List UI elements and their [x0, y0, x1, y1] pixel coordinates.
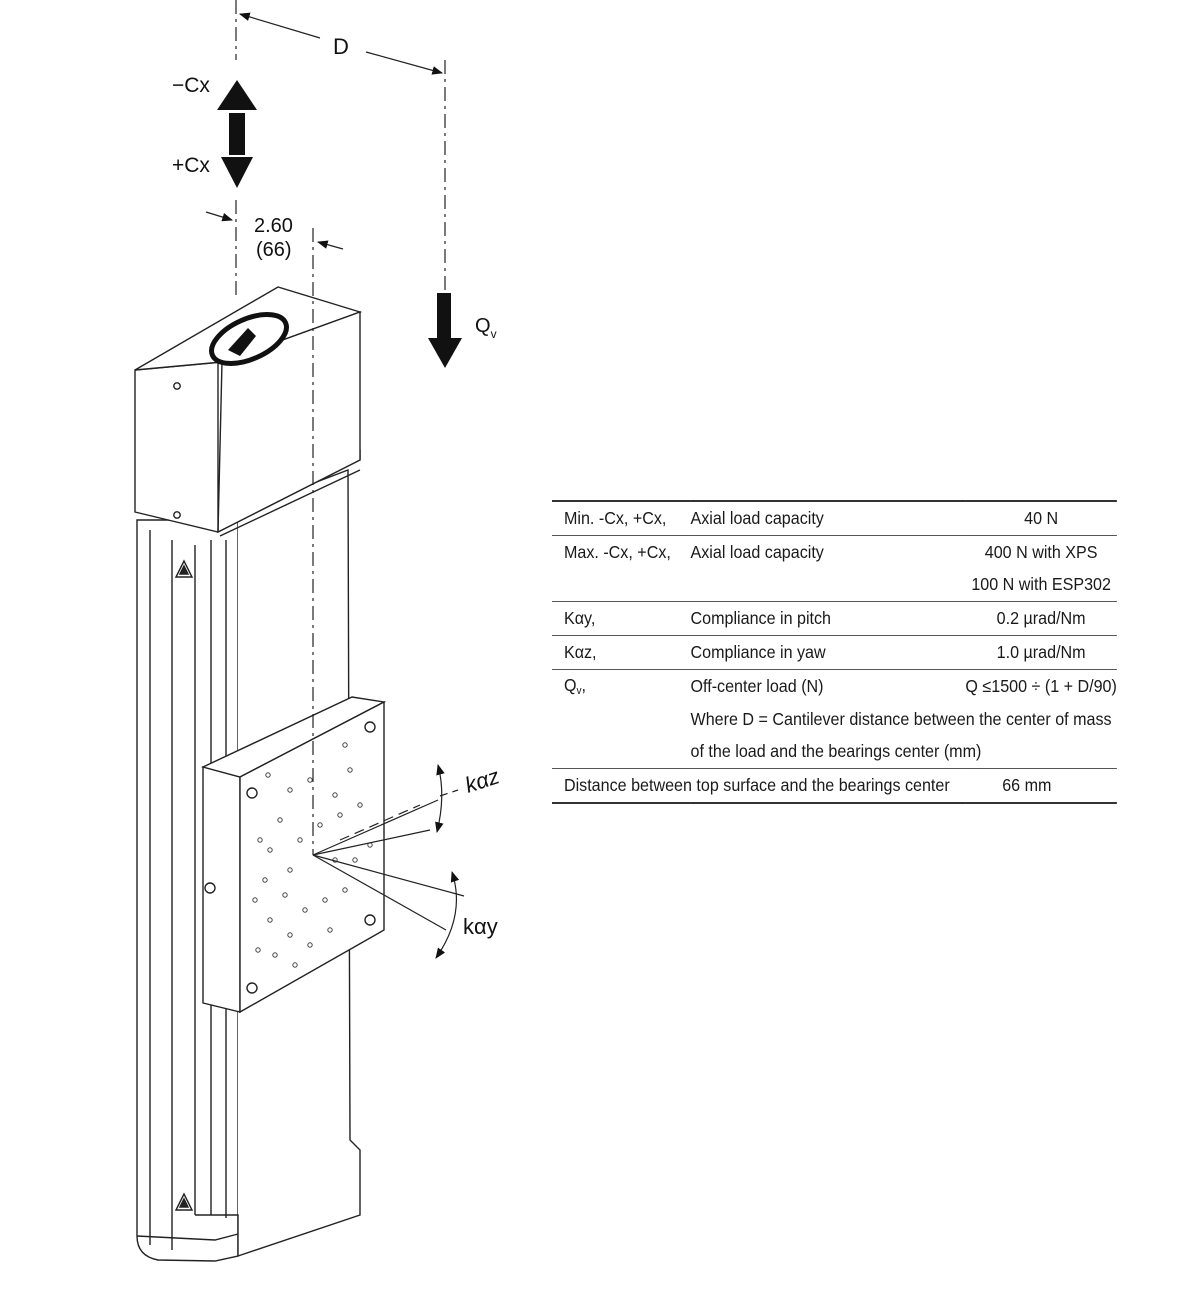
row-description: Axial load capacity — [690, 499, 966, 536]
row-symbol: Kαz, — [552, 635, 691, 670]
row-description: Compliance in pitch — [690, 601, 966, 636]
row-note: of the load and the bearings center (mm) — [690, 741, 982, 762]
row-symbol — [552, 569, 691, 602]
carriage-plate — [200, 696, 387, 1014]
minus-cx-label: −Cx — [172, 74, 210, 97]
brand-logo — [209, 312, 289, 366]
row-value: Q ≤1500 ÷ (1 + D/90) — [965, 668, 1117, 703]
row-note: Where D = Cantilever distance between th… — [690, 708, 1112, 729]
table-row: of the load and the bearings center (mm) — [552, 736, 1117, 769]
motor-head — [134, 286, 363, 537]
qv-arrow — [428, 293, 462, 368]
row-symbol: Qv, — [552, 668, 691, 703]
dim-mm-label: (66) — [256, 239, 292, 261]
row-symbol: Max. -Cx, +Cx, — [552, 534, 691, 569]
table-row: Kαz, Compliance in yaw 1.0 µrad/Nm — [552, 635, 1117, 670]
spec-table: Min. -Cx, +Cx, Axial load capacity 40 N … — [552, 499, 1117, 805]
row-description: Off-center load (N) — [690, 668, 966, 703]
kay-label: kαy — [463, 914, 498, 939]
row-value: 100 N with ESP302 — [971, 574, 1111, 595]
row-description: Axial load capacity — [690, 534, 966, 569]
table-row: Where D = Cantilever distance between th… — [552, 703, 1117, 736]
plus-cx-label: +Cx — [172, 154, 210, 177]
compliance-axes — [312, 763, 465, 959]
dim-in-label: 2.60 — [254, 215, 293, 237]
row-description: Distance between top surface and the bea… — [552, 768, 966, 805]
row-value: 40 N — [965, 499, 1117, 536]
stage-body — [136, 468, 361, 1262]
table-row: Min. -Cx, +Cx, Axial load capacity 40 N — [552, 499, 1117, 536]
cx-arrows — [217, 80, 257, 188]
row-value: 0.2 µrad/Nm — [965, 601, 1117, 636]
dim-d-label: D — [333, 34, 349, 59]
table-row: Distance between top surface and the bea… — [552, 768, 1117, 805]
kaz-label: kαz — [462, 763, 503, 797]
row-symbol: Kαy, — [552, 601, 691, 636]
row-value: 1.0 µrad/Nm — [965, 635, 1117, 670]
row-value: 66 mm — [965, 768, 1117, 805]
dimension-lines — [205, 0, 446, 855]
table-row: Kαy, Compliance in pitch 0.2 µrad/Nm — [552, 601, 1117, 636]
row-symbol: Min. -Cx, +Cx, — [552, 499, 691, 536]
row-description: Compliance in yaw — [690, 635, 966, 670]
table-row: 100 N with ESP302 — [552, 569, 1117, 602]
row-value: 400 N with XPS — [965, 534, 1117, 569]
table-row: Qv, Off-center load (N) Q ≤1500 ÷ (1 + D… — [552, 668, 1117, 703]
row-description — [691, 569, 966, 602]
qv-label: Qv — [475, 315, 497, 341]
table-row: Max. -Cx, +Cx, Axial load capacity 400 N… — [552, 534, 1117, 569]
